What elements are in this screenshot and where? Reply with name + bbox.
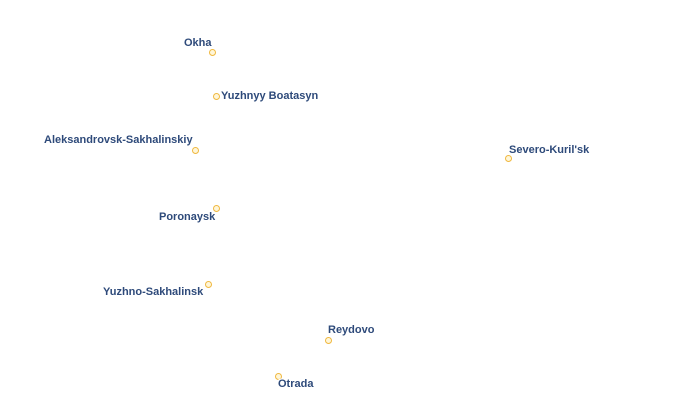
city-label-severo-kurilsk: Severo-Kuril'sk bbox=[509, 144, 590, 156]
city-label-yuzhno-sakhalinsk: Yuzhno-Sakhalinsk bbox=[103, 286, 204, 298]
city-dot-icon bbox=[208, 48, 216, 56]
city-dot-icon bbox=[212, 92, 220, 100]
city-label-poronaysk: Poronaysk bbox=[159, 211, 216, 223]
city-label-yuzhnyy-boatasyn: Yuzhnyy Boatasyn bbox=[221, 90, 319, 102]
city-label-otrada: Otrada bbox=[278, 378, 314, 390]
city-dot-icon bbox=[324, 336, 332, 344]
city-dot-icon bbox=[191, 146, 199, 154]
city-label-okha: Okha bbox=[184, 37, 212, 49]
city-dot-icon bbox=[212, 204, 220, 212]
city-label-reydovo: Reydovo bbox=[328, 324, 375, 336]
city-dot-icon bbox=[274, 372, 282, 380]
city-dot-icon bbox=[204, 280, 212, 288]
city-dot-icon bbox=[504, 154, 512, 162]
city-label-aleksandrovsk-sakhalinskiy: Aleksandrovsk-Sakhalinskiy bbox=[44, 134, 193, 146]
